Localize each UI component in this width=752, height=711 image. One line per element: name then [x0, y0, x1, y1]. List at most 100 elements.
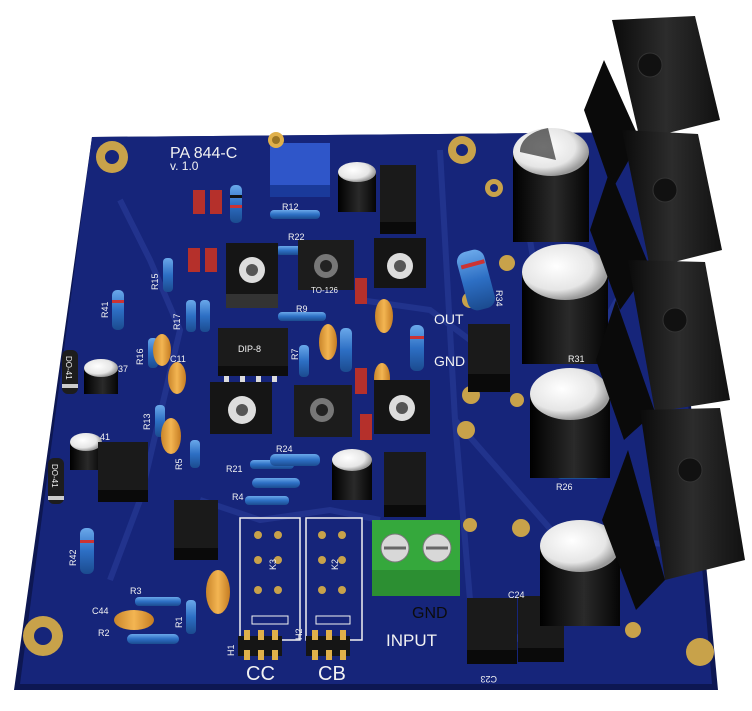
- resistor: [205, 248, 217, 272]
- block-component: [98, 442, 148, 502]
- resistor: [245, 496, 289, 505]
- electrolytic-capacitor-large: [530, 368, 610, 478]
- designator-h2: H2: [294, 628, 304, 640]
- designator-r31: R31: [568, 354, 585, 364]
- designator-r9: R9: [296, 304, 308, 314]
- big-electrolytic-caps: [513, 128, 620, 626]
- resistor: [252, 478, 300, 488]
- power-transistors: [584, 16, 745, 610]
- power-transistor: [602, 408, 745, 610]
- transistors: TO-126: [210, 238, 430, 437]
- board-version: v. 1.0: [170, 159, 199, 173]
- label-cb: CB: [318, 663, 346, 685]
- package-to126: TO-126: [311, 286, 339, 295]
- ceramic-capacitor: [153, 334, 171, 366]
- block-component: [467, 598, 517, 664]
- electrolytic-capacitor: [338, 162, 376, 212]
- transistor-to126: TO-126: [298, 240, 354, 295]
- label-out: OUT: [434, 311, 464, 327]
- resistor: [112, 290, 124, 330]
- label-gnd-out: GND: [434, 353, 465, 369]
- trimmer-potentiometer: [268, 132, 330, 197]
- resistor: [190, 440, 200, 468]
- designator-r12: R12: [282, 202, 299, 212]
- resistor: [186, 300, 196, 332]
- ceramic-capacitor: [161, 418, 181, 454]
- transistor-to220: [210, 382, 272, 434]
- block-component: [380, 165, 416, 234]
- electrolytic-capacitor: [84, 359, 118, 394]
- resistor: [410, 325, 424, 371]
- designator-r2: R2: [98, 628, 110, 638]
- resistor: [186, 600, 196, 634]
- transistor-to126: [294, 385, 352, 437]
- electrolytic-capacitor-large: [522, 244, 608, 364]
- designator-r41: R41: [100, 301, 110, 318]
- designator-r7: R7: [290, 348, 300, 360]
- resistor: [188, 248, 200, 272]
- resistor: [299, 345, 309, 377]
- transistor-to220: [374, 238, 426, 288]
- designator-c37: 37: [118, 364, 128, 374]
- transistor-to220: [226, 243, 278, 308]
- diode-do41: DO-41: [62, 350, 78, 394]
- block-component: [384, 452, 426, 517]
- label-cc: CC: [246, 663, 275, 685]
- resistor: [210, 190, 222, 214]
- designator-c24: C24: [508, 590, 525, 600]
- electrolytic-capacitor-large: [540, 520, 620, 626]
- jumper-h1: [238, 630, 282, 660]
- resistor: [193, 190, 205, 214]
- transistor-to220: [374, 380, 430, 434]
- package-dip8: DIP-8: [238, 344, 261, 354]
- resistor: [163, 258, 173, 292]
- designator-h1: H1: [226, 644, 236, 656]
- ceramic-capacitor: [206, 570, 230, 614]
- resistor: [340, 328, 352, 372]
- designator-r3: R3: [130, 586, 142, 596]
- resistor: [355, 278, 367, 304]
- diodes: DO-41 DO-41: [48, 350, 78, 504]
- ceramic-capacitor: [319, 324, 337, 360]
- ceramic-capacitor: [168, 362, 186, 394]
- designator-k3: K3: [268, 559, 278, 570]
- label-gnd-in: GND: [412, 605, 448, 622]
- designator-r13: R13: [142, 413, 152, 430]
- electrolytic-capacitor-large: [513, 128, 589, 242]
- designators: R12 R22 R15 R41 R17 R16 C11 R9 R7 R13 R5…: [68, 202, 585, 684]
- designator-r22: R22: [288, 232, 305, 242]
- power-transistor: [584, 16, 720, 190]
- designator-r24: R24: [276, 444, 293, 454]
- diode-do41: DO-41: [48, 458, 64, 504]
- designator-r4: R4: [232, 492, 244, 502]
- ic-dip8: DIP-8: [218, 328, 288, 382]
- resistor: [278, 312, 326, 321]
- designator-r15: R15: [150, 273, 160, 290]
- resistor: [456, 249, 496, 311]
- label-input: INPUT: [386, 631, 437, 650]
- mounting-holes: [23, 136, 714, 666]
- black-blocks: [98, 165, 564, 664]
- designator-c44: C44: [92, 606, 109, 616]
- electrolytic-capacitor: [332, 449, 372, 500]
- ceramic-capacitor: [114, 610, 154, 630]
- block-component: [468, 324, 510, 392]
- board-title: PA 844-C: [170, 145, 237, 162]
- designator-k2: K2: [330, 559, 340, 570]
- resistor: [360, 414, 372, 440]
- designator-r26: R26: [556, 482, 573, 492]
- input-terminal-block: [372, 520, 460, 596]
- designator-c23: C23: [480, 674, 497, 684]
- designator-r42: R42: [68, 549, 78, 566]
- small-electrolytic-caps: [70, 162, 376, 500]
- resistor: [80, 528, 94, 574]
- resistor: [355, 368, 367, 394]
- designator-r16: R16: [135, 348, 145, 365]
- designator-r5: R5: [174, 458, 184, 470]
- resistor: [135, 597, 181, 606]
- jumper-headers: [238, 630, 350, 660]
- power-transistor: [596, 260, 730, 440]
- ceramic-capacitors: [114, 299, 393, 630]
